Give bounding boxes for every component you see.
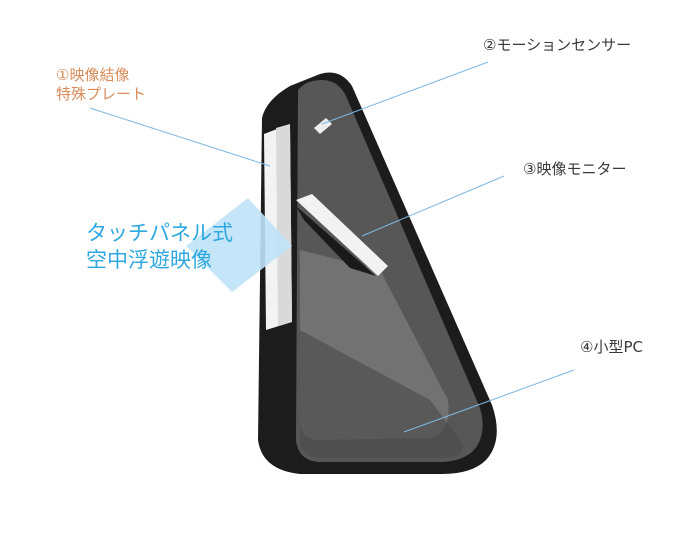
label-small-pc: ④小型PC: [580, 338, 643, 356]
label-floating-image: タッチパネル式 空中浮遊映像: [86, 220, 233, 275]
video-monitor-edge: [296, 194, 388, 276]
leader-line-monitor: [361, 175, 505, 237]
label-special-plate: ①映像結像 特殊プレート: [56, 66, 146, 104]
pc-compartment: [300, 330, 463, 458]
label-special-plate-line1: ①映像結像: [56, 66, 130, 84]
floating-image: [186, 198, 292, 292]
label-video-monitor: ③映像モニター: [523, 160, 627, 178]
special-plate-shade: [276, 124, 292, 326]
label-floating-image-line1: タッチパネル式: [86, 221, 233, 245]
video-monitor: [296, 206, 376, 276]
leader-line-plate: [89, 107, 271, 167]
leader-line-sensor: [321, 61, 489, 125]
label-special-plate-line2: 特殊プレート: [56, 84, 147, 103]
label-motion-sensor: ②モーションセンサー: [483, 36, 632, 54]
label-floating-image-line2: 空中浮遊映像: [86, 248, 212, 273]
leader-line-pc: [403, 369, 575, 433]
